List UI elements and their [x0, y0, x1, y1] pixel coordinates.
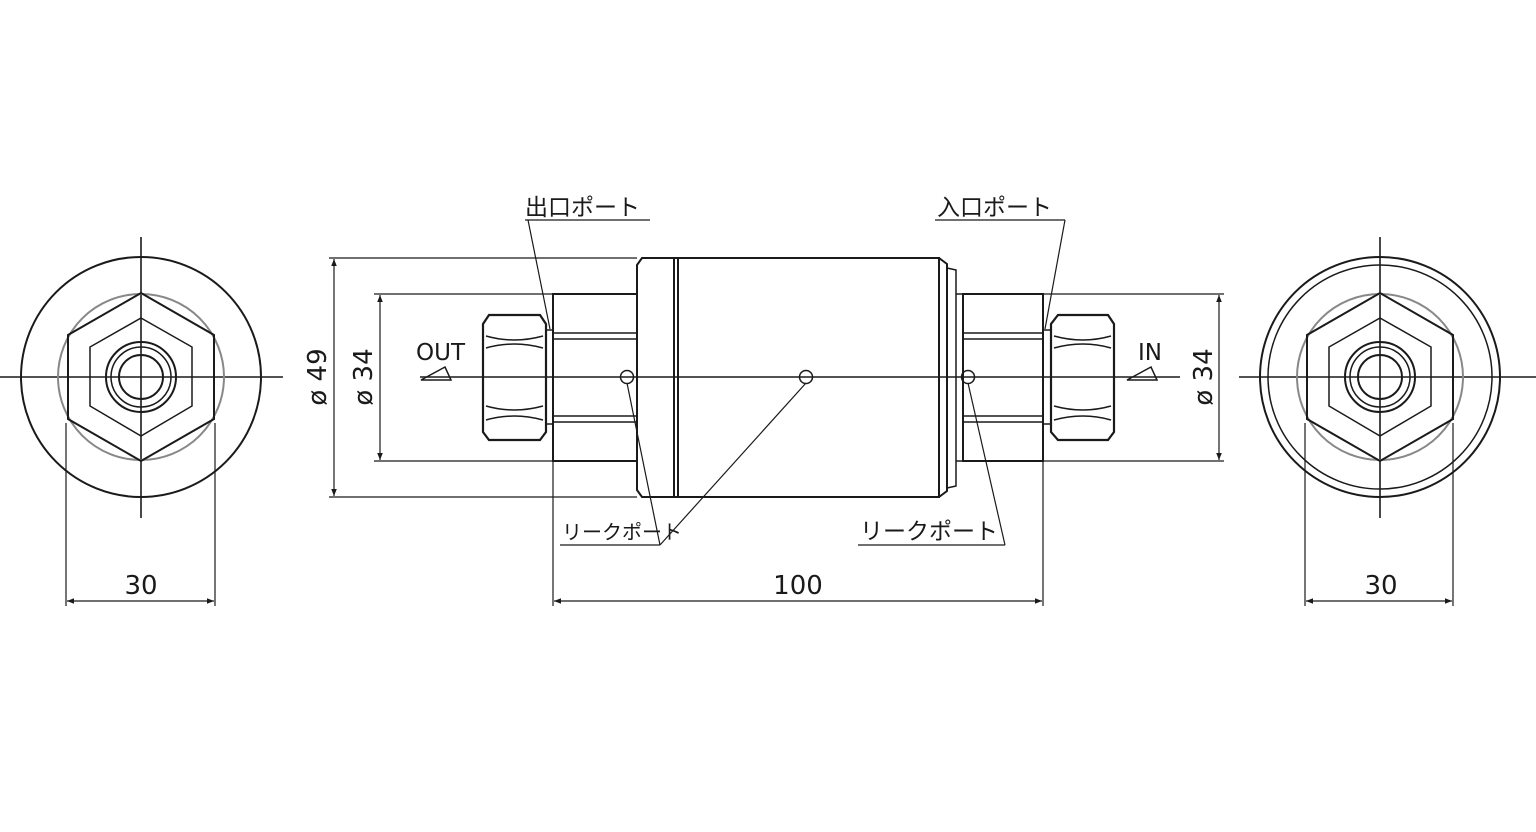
flow-arrows — [420, 365, 1159, 381]
diameter-dimensions — [329, 257, 1224, 498]
left-nut-circle-inner — [110, 346, 172, 408]
out-flow-arrow — [420, 365, 453, 381]
right-outer-circle-2 — [1267, 264, 1493, 490]
overall-length-label: 100 — [773, 571, 823, 601]
out-label: OUT — [416, 340, 466, 366]
right-outer-circle — [1259, 256, 1501, 498]
right-nut-circle — [1344, 341, 1416, 413]
leak-port-left-label: リークポート — [562, 520, 682, 544]
right-hex-width-label: 30 — [1364, 571, 1397, 601]
right-bore-circle — [1357, 354, 1403, 400]
right-hex-inner — [1328, 317, 1432, 437]
right-fitting-diameter-label: ø 34 — [1189, 348, 1219, 405]
left-end-view: 30 — [0, 237, 283, 606]
outlet-port-label: 出口ポート — [525, 195, 640, 221]
left-nut-circle — [105, 341, 177, 413]
right-nut-circle-inner — [1349, 346, 1411, 408]
leak-port-right-label: リークポート — [860, 519, 998, 545]
inlet-port-label: 入口ポート — [937, 195, 1052, 221]
left-hex-outer — [67, 291, 215, 463]
callout-leaders — [525, 219, 1066, 546]
in-flow-arrow — [1126, 365, 1159, 381]
left-hex-inner — [89, 317, 193, 437]
right-hex-nut — [1049, 313, 1116, 442]
left-hex-nut — [481, 313, 548, 442]
left-fitting-diameter-label: ø 34 — [349, 348, 379, 405]
right-hex-outer — [1306, 291, 1454, 463]
body-diameter-label: ø 49 — [303, 348, 333, 405]
left-outer-circle — [20, 256, 262, 498]
side-view: OUT IN ø 49 ø 34 ø 34 100 — [303, 195, 1224, 606]
left-hex-width-label: 30 — [124, 571, 157, 601]
length-dimension — [552, 461, 1044, 606]
left-bore-circle — [118, 354, 164, 400]
center-housing — [636, 257, 963, 498]
right-end-view: 30 — [1239, 237, 1536, 606]
in-label: IN — [1138, 340, 1162, 366]
